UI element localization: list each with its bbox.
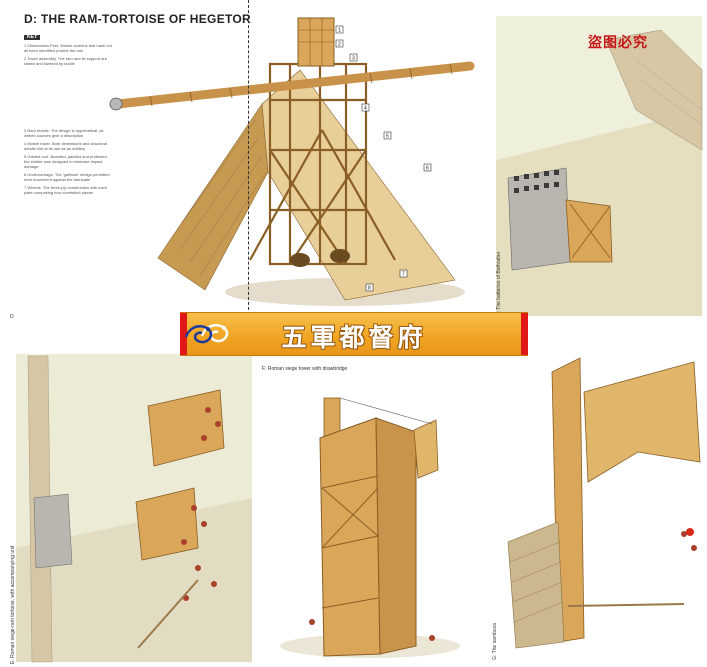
figure-caption: G: The sambuca <box>492 623 498 660</box>
callout-number: 6 <box>426 166 429 172</box>
illustration-page-batteries: C: The batteries of Bothrafon <box>486 0 707 330</box>
key-item: 1 Observation Post. Wicker screens that … <box>24 43 112 53</box>
callout-marker: 5 <box>383 131 392 140</box>
battery-illustration <box>496 16 703 316</box>
callout-marker: 8 <box>365 283 374 292</box>
figure-caption: C: The batteries of Bothrafon <box>496 251 502 316</box>
callout-number: 2 <box>338 42 341 48</box>
key-item: 3 Ram mobile. The design is hypothetical… <box>24 128 104 138</box>
illustration-page-ram-tortoise: D: THE RAM-TORTOISE OF HEGETOR KEY 1 Obs… <box>0 0 480 322</box>
banner-edge-right <box>521 313 528 355</box>
ram-tortoise-illustration: 1 2 3 4 5 6 7 8 <box>109 17 475 306</box>
illustration-page-siege-tower: F: Roman siege tower with drawbridge <box>252 358 488 667</box>
banner-title: 五軍都督府 <box>281 323 427 352</box>
key-item: 6 Undercarriage. The 'gallinule' design … <box>24 172 110 182</box>
battering-ram <box>109 61 475 111</box>
section-title: D: THE RAM-TORTOISE OF HEGETOR <box>24 12 252 26</box>
key-panel: KEY 1 Observation Post. Wicker screens t… <box>24 34 112 198</box>
banner-edge-left <box>180 313 187 355</box>
callout-marker: 2 <box>335 39 344 48</box>
callout-number: 3 <box>352 56 355 62</box>
callout-number: 8 <box>368 286 371 292</box>
callout-marker: 6 <box>423 163 432 172</box>
page-number: D <box>10 314 14 320</box>
callout-marker: 7 <box>399 269 408 278</box>
callout-marker: 4 <box>361 103 370 112</box>
watermark: 盜图必究 <box>588 35 648 51</box>
key-item: 7 Wheels. The three-ply construction wit… <box>24 185 108 195</box>
callout-number: 1 <box>338 28 341 34</box>
figure-caption: E: Roman siege-ram tortoise, with accomp… <box>10 545 16 664</box>
illustration-page-sambuca: G: The sambuca <box>488 342 707 667</box>
key-heading: KEY <box>24 35 41 40</box>
callout-number: 7 <box>402 272 405 278</box>
page-fold-line <box>248 0 249 320</box>
callout-marker: 1 <box>335 25 344 34</box>
callout-number: 5 <box>386 134 389 140</box>
key-item: 4 Mobile tower. Both dimensions and stru… <box>24 141 107 151</box>
dragon-emblem-icon <box>184 324 213 344</box>
callout-marker: 3 <box>349 53 358 62</box>
logo-banner: 五軍都督府 <box>180 312 528 356</box>
key-item: 5 Gabled roof. Boarded, padded and prote… <box>24 154 108 169</box>
ram-unit-illustration <box>16 354 252 663</box>
figure-caption: F: Roman siege tower with drawbridge <box>262 366 348 372</box>
callout-number: 4 <box>364 106 367 112</box>
key-item: 2 Tower assembly. The ram and its suppor… <box>24 56 107 66</box>
sambuca-illustration <box>507 357 701 649</box>
siege-tower-illustration <box>280 397 460 658</box>
illustration-page-ram-unit: E: Roman siege-ram tortoise, with accomp… <box>8 348 256 667</box>
